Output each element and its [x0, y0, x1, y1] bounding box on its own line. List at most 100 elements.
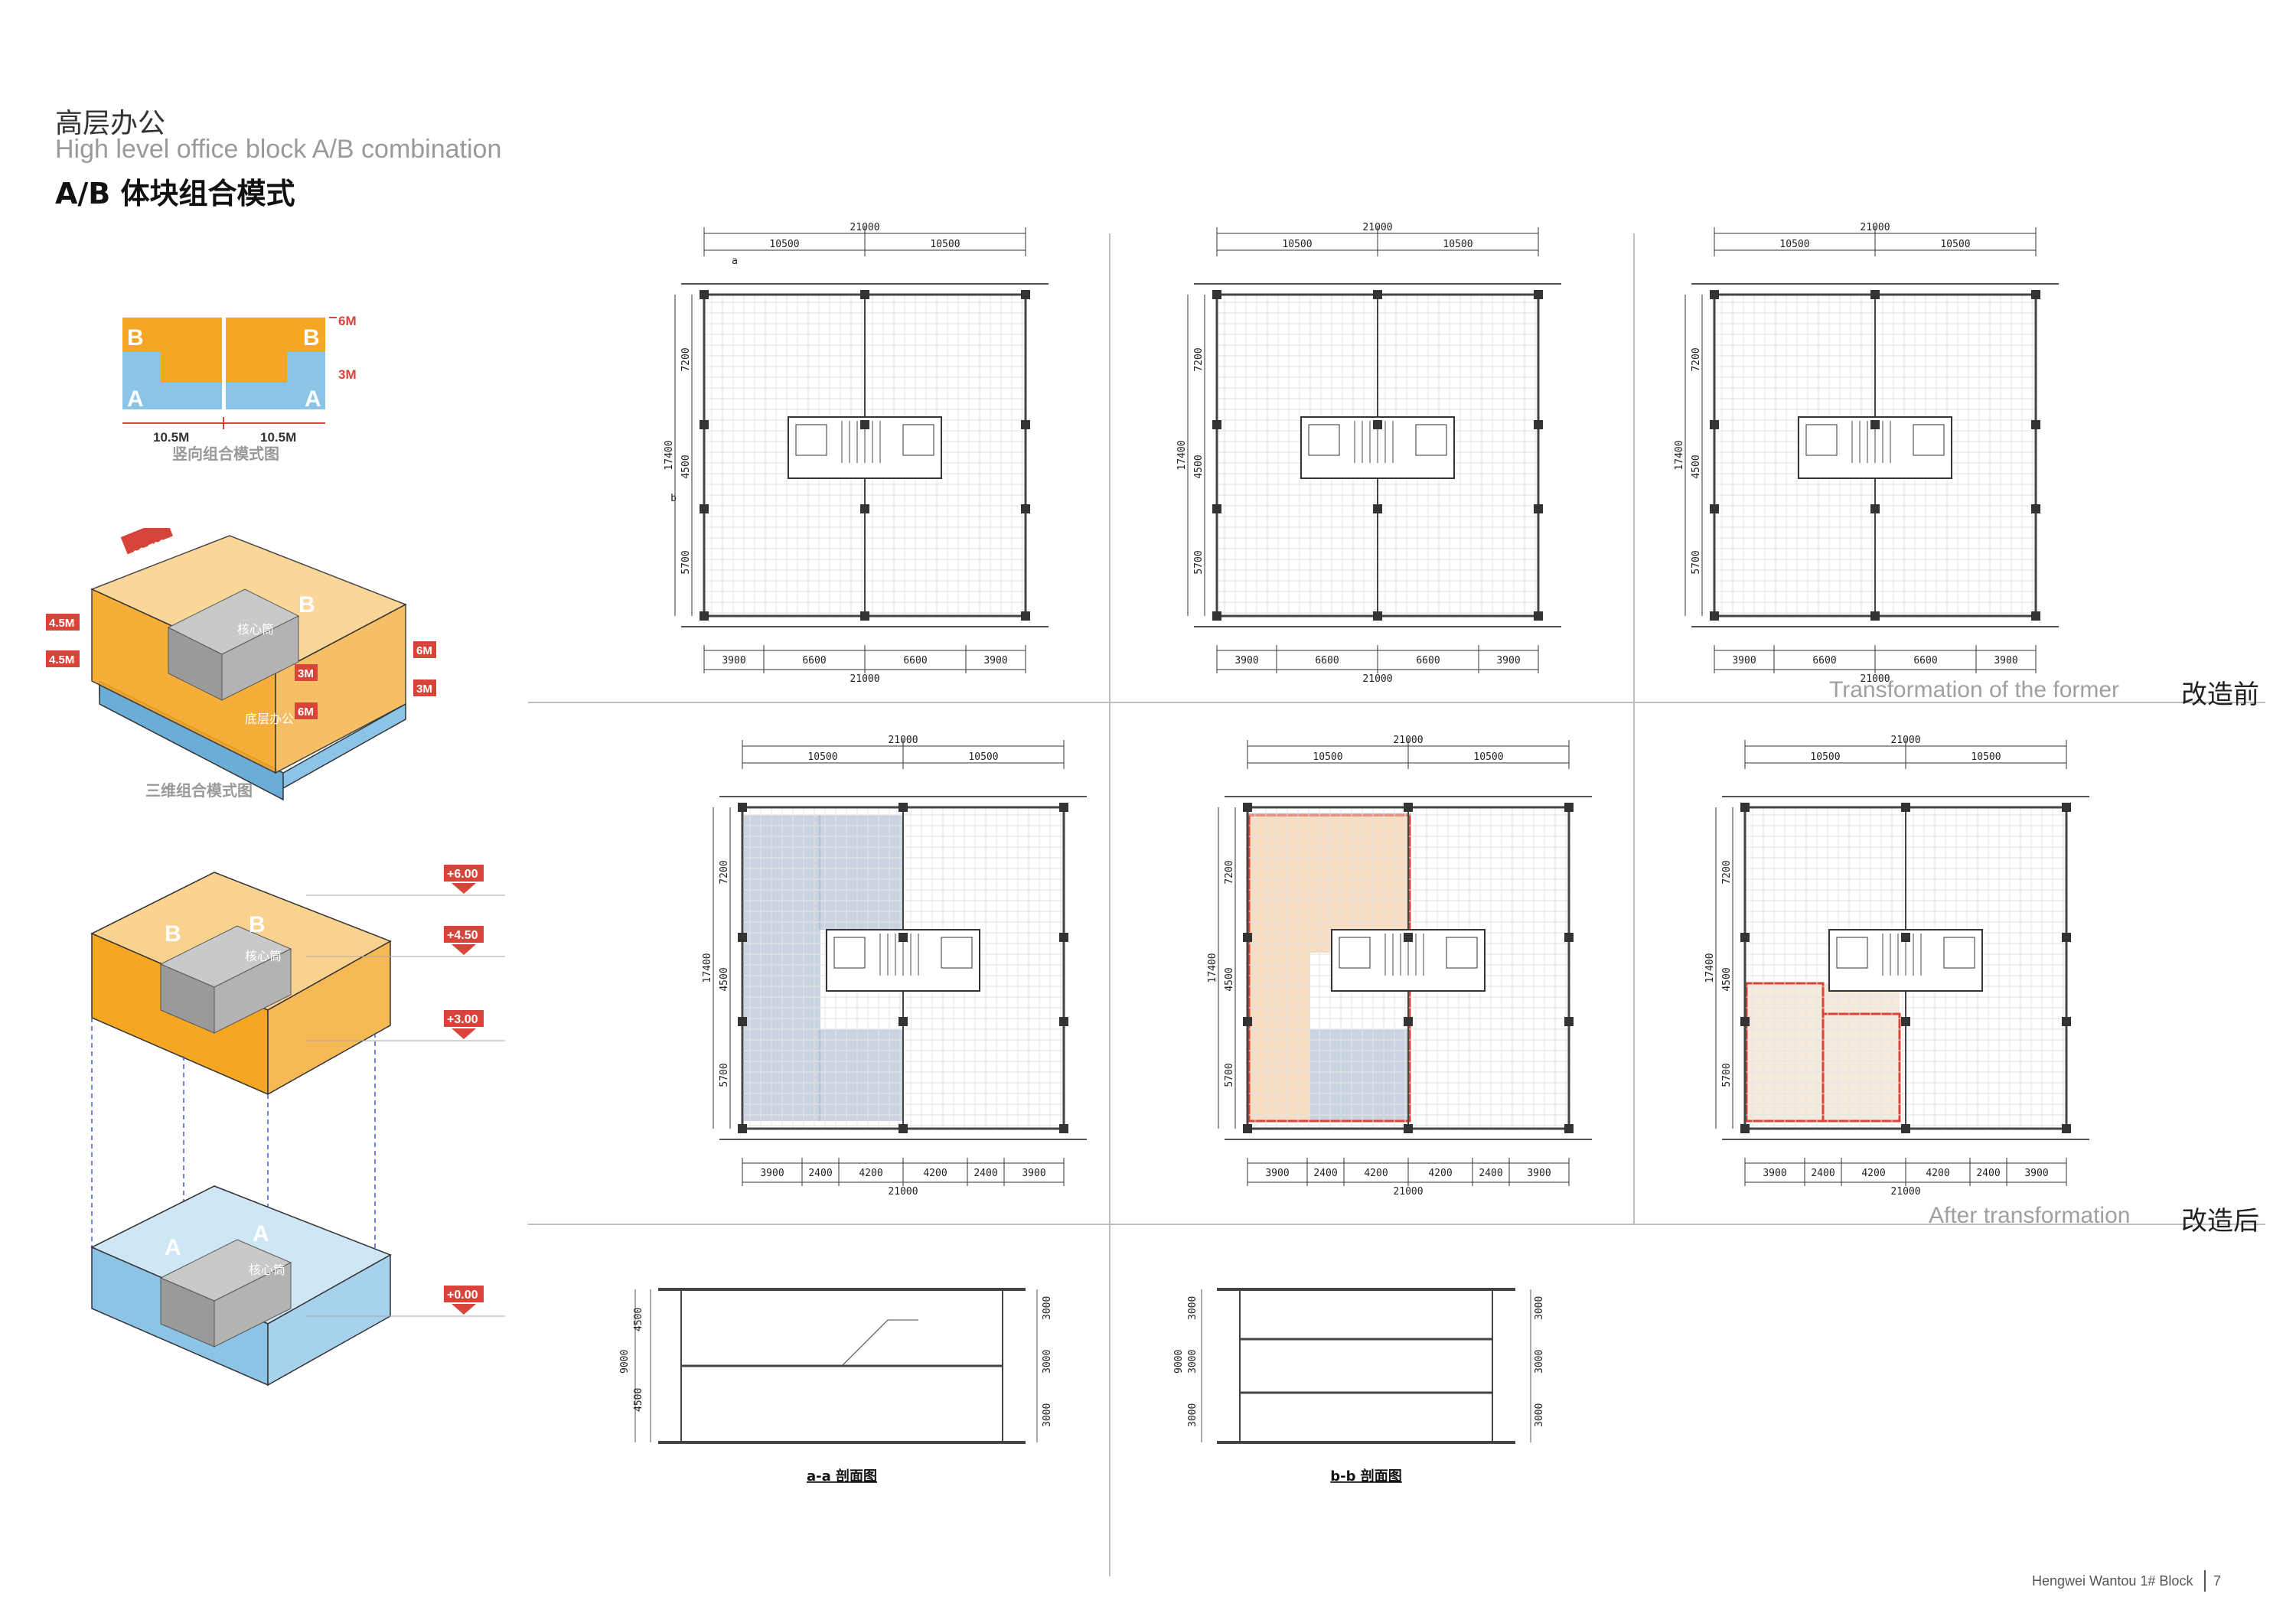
column — [1373, 290, 1382, 299]
dim-bottom-1: 3900 — [760, 1168, 784, 1179]
dim-bottom-2: 6600 — [1812, 655, 1836, 666]
dim-bottom-1: 3900 — [1265, 1168, 1289, 1179]
dim-inner-6m: 6M — [298, 706, 314, 719]
dim-bottom-3: 4200 — [1364, 1168, 1388, 1179]
dim-bottom-4: 4200 — [1926, 1168, 1949, 1179]
dim-bottom-5: 2400 — [1479, 1168, 1502, 1179]
column — [738, 933, 747, 942]
dim-bottom-4: 3900 — [1496, 655, 1520, 666]
column — [2062, 803, 2071, 812]
dim-bottom-6: 3900 — [1022, 1168, 1045, 1179]
dim-left-total: 17400 — [1704, 953, 1716, 983]
sec-a-left-total: 9000 — [619, 1350, 631, 1374]
column — [1901, 1017, 1910, 1026]
dim-left-2: 4500 — [1224, 967, 1235, 991]
footer-divider — [2204, 1570, 2206, 1592]
column — [1870, 611, 1880, 621]
column — [738, 1017, 747, 1026]
dim-bottom-1: 3900 — [722, 655, 745, 666]
tint-region-c — [819, 1029, 903, 1121]
column — [1534, 611, 1543, 621]
block-a-right — [226, 352, 325, 409]
column — [860, 504, 869, 513]
dim-left-3: 5700 — [1193, 550, 1205, 574]
column — [700, 611, 709, 621]
column — [1404, 1017, 1413, 1026]
column — [2062, 933, 2071, 942]
width-left: 10.5M — [153, 430, 189, 445]
dim-left-2: 4500 — [1193, 455, 1205, 478]
label-a-left: A — [127, 386, 144, 412]
dim-top-half-right: 10500 — [1443, 239, 1473, 250]
column — [860, 611, 869, 621]
column — [1901, 803, 1910, 812]
column — [1870, 290, 1880, 299]
section-a-a: 4500 4500 9000 3000 3000 3000 a-a 剖面图 — [619, 1288, 1053, 1484]
column — [700, 504, 709, 513]
elevator-left — [1339, 937, 1371, 969]
dim-bottom-4: 4200 — [1428, 1168, 1452, 1179]
column — [2031, 290, 2040, 299]
caption-after-en: After transformation — [1929, 1203, 2131, 1228]
dim-left-2: 4500 — [680, 455, 692, 478]
dim-left-total: 17400 — [1674, 440, 1685, 470]
dim-top-half-right: 10500 — [1940, 239, 1970, 250]
column — [1740, 1124, 1750, 1133]
column — [1021, 611, 1030, 621]
label-a-exploded-2: A — [253, 1221, 269, 1247]
column — [700, 290, 709, 299]
sec-a-right-3: 3000 — [1042, 1403, 1053, 1427]
label-b-right: B — [303, 325, 320, 350]
dim-bottom-overall: 21000 — [1362, 673, 1392, 685]
sec-a-left-2: 4500 — [633, 1388, 644, 1412]
dim-top-overall: 21000 — [1393, 735, 1423, 746]
dim-bottom-5: 2400 — [1976, 1168, 2000, 1179]
column — [899, 933, 908, 942]
section-a-title: a-a 剖面图 — [807, 1468, 877, 1484]
column — [1243, 1124, 1252, 1133]
column — [700, 420, 709, 429]
column — [1710, 611, 1719, 621]
column — [1564, 933, 1574, 942]
column — [1059, 803, 1068, 812]
dim-left-2: 4500 — [1691, 455, 1702, 478]
dim-bottom-6: 3900 — [1527, 1168, 1551, 1179]
dim-bottom-overall: 21000 — [1393, 1186, 1423, 1198]
sec-b-left-2: 3000 — [1187, 1350, 1199, 1374]
column — [1564, 803, 1574, 812]
column — [1021, 420, 1030, 429]
column — [1212, 504, 1221, 513]
dim-top-overall: 21000 — [850, 222, 879, 233]
dim-top-half-right: 10500 — [968, 751, 998, 763]
dim-left-3: 5700 — [1691, 550, 1702, 574]
column — [1534, 504, 1543, 513]
dim-bottom-2: 2400 — [1313, 1168, 1337, 1179]
dim-bottom-3: 6600 — [1416, 655, 1440, 666]
column — [1404, 803, 1413, 812]
level-600: +6.00 — [447, 868, 478, 881]
sec-b-left-1: 3000 — [1187, 1296, 1199, 1320]
column — [1059, 933, 1068, 942]
column — [1059, 1017, 1068, 1026]
column — [1243, 933, 1252, 942]
dim-bottom-overall: 21000 — [888, 1186, 918, 1198]
caption-3d: 三维组合模式图 — [145, 781, 253, 800]
dim-top-half-left: 10500 — [807, 751, 837, 763]
column — [1870, 504, 1880, 513]
elevator-right — [941, 937, 973, 969]
dim-bottom-overall: 21000 — [1890, 1186, 1920, 1198]
exploded-diagram: B B 核心筒 A A 核心筒 +6.00 +4.50 +3.00 +0.00 — [90, 865, 505, 1387]
column — [1212, 420, 1221, 429]
elevator-left — [1805, 424, 1838, 456]
column — [2031, 611, 2040, 621]
section-marker-b-left: b — [670, 493, 677, 504]
tint-region-b — [819, 815, 903, 930]
section-marker-a-top: a — [732, 256, 738, 267]
dim-top-overall: 21000 — [888, 735, 918, 746]
block-b-left — [122, 318, 222, 383]
label-a-right: A — [305, 386, 321, 412]
elevator-right — [1913, 424, 1945, 456]
dim-bottom-2: 2400 — [1811, 1168, 1835, 1179]
